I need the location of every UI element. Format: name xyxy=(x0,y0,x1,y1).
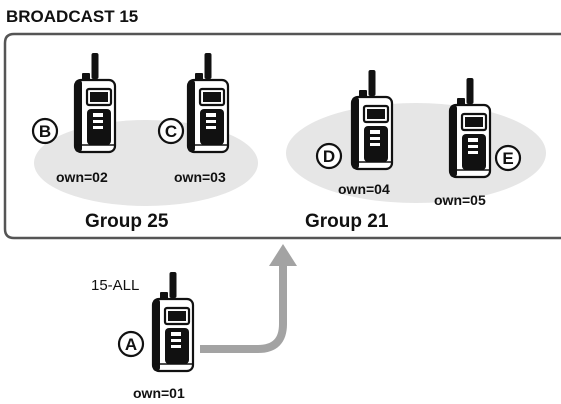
radio-e xyxy=(448,76,492,179)
own-label-b: own=02 xyxy=(56,169,108,185)
own-label-c: own=03 xyxy=(174,169,226,185)
radio-icon xyxy=(448,76,492,179)
page-title: BROADCAST 15 xyxy=(6,7,138,26)
badge-c: C xyxy=(157,117,185,145)
radio-a xyxy=(151,270,195,373)
badge-d: D xyxy=(315,142,343,170)
letter-c: C xyxy=(165,122,177,141)
radio-icon xyxy=(350,68,394,171)
own-label-d: own=04 xyxy=(338,181,390,197)
badge-b: B xyxy=(31,117,59,145)
radio-icon xyxy=(186,51,230,154)
badge-e: E xyxy=(494,144,522,172)
radio-b xyxy=(73,51,117,154)
radio-icon xyxy=(73,51,117,154)
group-25-label: Group 25 xyxy=(85,211,169,232)
badge-a: A xyxy=(117,330,145,358)
broadcast-boundary xyxy=(3,32,561,240)
transmit-arrow xyxy=(200,262,287,353)
transmit-arrow-head xyxy=(269,244,297,266)
letter-a: A xyxy=(125,335,137,354)
own-label-a: own=01 xyxy=(133,385,185,401)
letter-e: E xyxy=(502,149,513,168)
radio-icon xyxy=(151,270,195,373)
caller-call-label: 15-ALL xyxy=(91,277,139,294)
group-21-label: Group 21 xyxy=(305,211,389,232)
own-label-e: own=05 xyxy=(434,192,486,208)
radio-d xyxy=(350,68,394,171)
letter-d: D xyxy=(323,147,335,166)
letter-b: B xyxy=(39,122,51,141)
radio-c xyxy=(186,51,230,154)
